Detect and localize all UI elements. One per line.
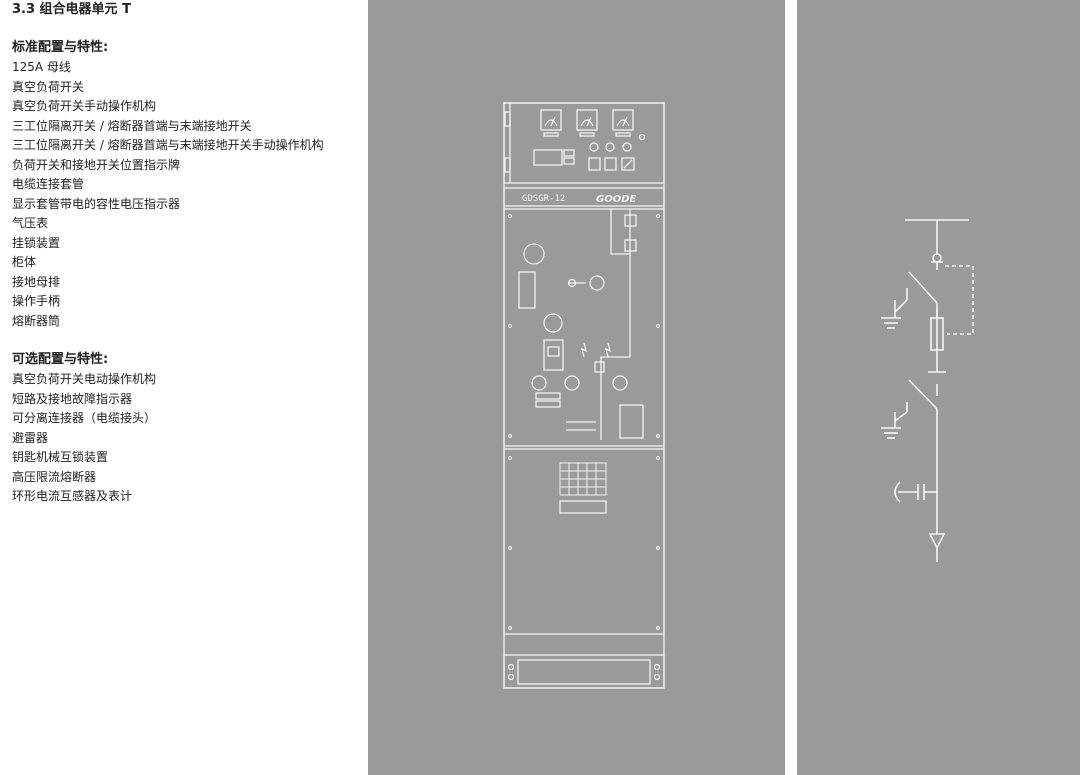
- list-item: 接地母排: [12, 274, 61, 289]
- schematic-panel: [797, 0, 1080, 775]
- indicator-lamp-icon: [589, 142, 599, 152]
- list-item: 操作手柄: [12, 294, 61, 308]
- list-item: 真空负荷开关电动操作机构: [12, 372, 157, 386]
- disconnector-icon: [908, 379, 938, 410]
- list-item: 环形电流互感器及表计: [12, 489, 133, 503]
- cable-compartment: [503, 448, 665, 635]
- display-screen: [533, 149, 563, 166]
- list-item: 三工位隔离开关 / 熔断器首端与末端接地开关手动操作机构: [12, 138, 324, 152]
- gauge-icon: [612, 109, 634, 137]
- optional-section-title: 可选配置与特性:: [12, 352, 109, 367]
- load-switch-icon: [932, 253, 942, 263]
- list-item: 钥匙机械互锁装置: [12, 450, 109, 464]
- operating-hole-icon: [612, 375, 628, 391]
- list-item: 三工位隔离开关 / 熔断器首端与末端接地开关: [12, 118, 252, 133]
- list-item: 气压表: [12, 216, 49, 230]
- interlock-plate: [619, 404, 644, 439]
- instrument-section: [503, 102, 665, 184]
- cabinet-outline: [503, 102, 665, 689]
- list-item: 挂锁装置: [12, 235, 61, 250]
- list-item: 柜体: [12, 255, 37, 269]
- list-item: 熔断器筒: [12, 313, 61, 328]
- list-item: 电缆连接套管: [12, 177, 85, 191]
- list-item: 短路及接地故障指示器: [12, 391, 133, 406]
- earth-switch-icon: [881, 402, 908, 439]
- pressure-gauge-icon: [523, 243, 545, 265]
- door-handle: [559, 500, 607, 514]
- earth-switch-icon: [881, 288, 908, 329]
- list-item: 125A 母线: [12, 60, 71, 74]
- list-item: 可分离连接器（电缆接头）: [12, 411, 157, 425]
- gauge-icon: [576, 109, 598, 137]
- list-item: 高压限流熔断器: [12, 469, 97, 484]
- cabinet-drawing: GDSGR-12 GOODE: [503, 102, 665, 689]
- cable-termination-icon: [928, 533, 946, 550]
- cabinet-drawing-panel: GDSGR-12 GOODE: [368, 0, 785, 775]
- list-item: 真空负荷开关: [12, 79, 85, 94]
- gauge-icon: [540, 109, 562, 137]
- page-title: 3.3 组合电器单元 T: [12, 2, 131, 17]
- list-item: 避雷器: [12, 430, 49, 445]
- ventilation-grille: [559, 462, 607, 496]
- nameplate-strip: [503, 187, 665, 207]
- standard-section-title: 标准配置与特性:: [12, 40, 109, 55]
- operating-hole-icon: [589, 275, 605, 291]
- model-label: GDSGR-12: [522, 194, 565, 204]
- indicator-lamp-icon: [605, 142, 615, 152]
- indicator-lamp-icon: [622, 142, 632, 152]
- single-line-diagram: [881, 219, 974, 562]
- position-indicator: [543, 339, 564, 371]
- list-item: 显示套管带电的容性电压指示器: [12, 196, 181, 211]
- list-item: 真空负荷开关手动操作机构: [12, 99, 157, 113]
- mechanical-link: [945, 265, 974, 335]
- operating-hole-icon: [564, 375, 580, 391]
- instruction-plate: [518, 271, 536, 309]
- standard-list: 125A 母线 真空负荷开关 真空负荷开关手动操作机构 三工位隔离开关 / 熔断…: [12, 58, 362, 331]
- brand-logo: GOODE: [596, 194, 637, 205]
- cabinet-base: [503, 654, 665, 689]
- optional-list: 真空负荷开关电动操作机构 短路及接地故障指示器 可分离连接器（电缆接头） 避雷器…: [12, 370, 362, 507]
- mechanism-section: [503, 208, 665, 447]
- capacitive-indicator-icon: [894, 481, 937, 503]
- spec-text-column: 3.3 组合电器单元 T 标准配置与特性: 125A 母线 真空负荷开关 真空负…: [12, 0, 362, 507]
- key-lock-icon: [531, 375, 547, 391]
- operating-hole-icon: [543, 313, 563, 333]
- list-item: 负荷开关和接地开关位置指示牌: [12, 157, 181, 172]
